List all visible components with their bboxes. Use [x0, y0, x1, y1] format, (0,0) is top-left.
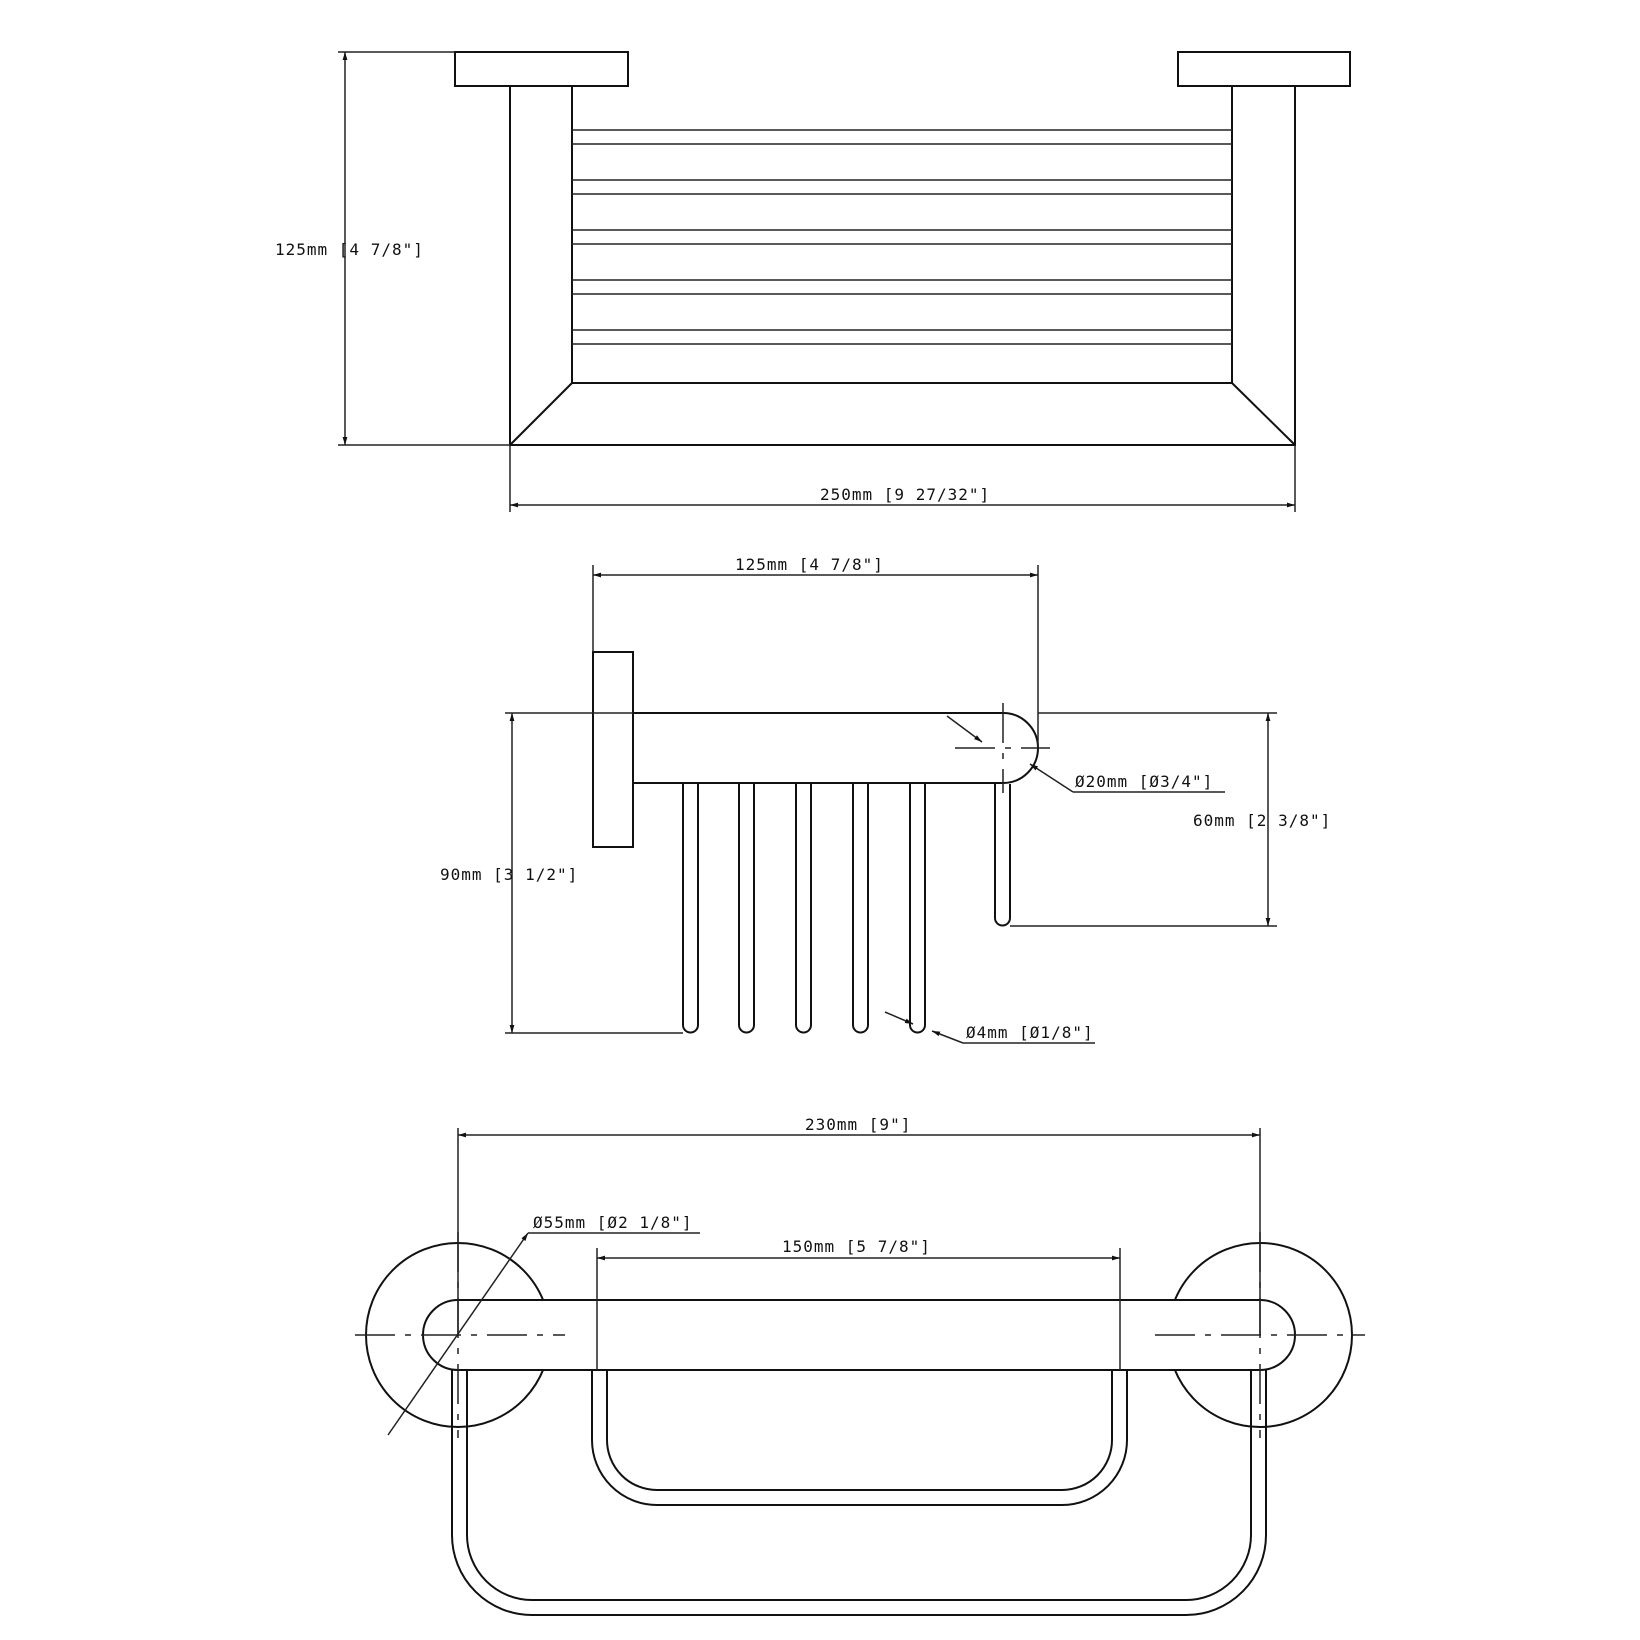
side-view: 125mm [4 7/8"] Ø20mm [Ø3/4"] 60mm [2 3/8…: [440, 555, 1331, 1044]
side-drop-label: 60mm [2 3/8"]: [1193, 811, 1331, 830]
side-rods: [682, 784, 1011, 1034]
top-centers-label: 230mm [9"]: [805, 1115, 911, 1134]
side-depth-label: 125mm [4 7/8"]: [735, 555, 884, 574]
side-rod-diameter-label: Ø4mm [Ø1/8"]: [966, 1023, 1094, 1042]
shelf-bevel-right: [1231, 382, 1296, 446]
side-height-label: 90mm [3 1/2"]: [440, 865, 578, 884]
top-view: 230mm [9"] 150mm [5 7/8"] Ø55mm [Ø2 1/8"…: [355, 1115, 1365, 1616]
outer-rod-loop: [451, 1370, 1267, 1616]
front-width-label: 250mm [9 27/32"]: [820, 485, 990, 504]
front-outline: [509, 86, 1296, 446]
top-inner-width-label: 150mm [5 7/8"]: [782, 1237, 931, 1256]
front-view: 125mm [4 7/8"] 250mm [9 27/32"]: [275, 51, 1351, 512]
front-rails: [572, 129, 1232, 345]
left-wall-flange: [454, 51, 629, 87]
flange-diameter-leader: [387, 1232, 529, 1436]
inner-rod-loop: [591, 1370, 1128, 1506]
top-flange-diameter-label: Ø55mm [Ø2 1/8"]: [533, 1213, 693, 1232]
front-height-label: 125mm [4 7/8"]: [275, 240, 424, 259]
side-tube-diameter-label: Ø20mm [Ø3/4"]: [1075, 772, 1213, 791]
right-wall-flange: [1177, 51, 1351, 87]
side-wall-flange: [592, 651, 634, 848]
shelf-bevel-left: [509, 382, 573, 446]
